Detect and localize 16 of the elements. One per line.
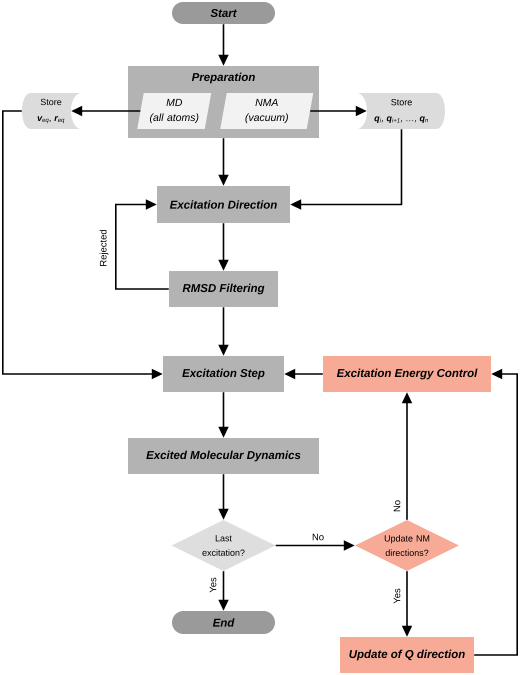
- terminal-pill: Start: [172, 2, 275, 24]
- arrow: [115, 199, 169, 290]
- terminal-pill: End: [172, 611, 275, 634]
- edge-label: Yes: [394, 588, 400, 604]
- edge-label: Yes: [210, 578, 216, 593]
- edge-label: Rejected: [100, 230, 108, 266]
- process-box: Excitation Direction: [157, 186, 290, 223]
- process-box: RMSD Filtering: [169, 271, 278, 307]
- parallelogram-box: MD (all atoms): [137, 93, 212, 129]
- edge-label: No: [312, 534, 324, 540]
- process-box: Excitation Step: [163, 356, 284, 392]
- process-box: Update of Q direction: [340, 637, 474, 673]
- process-box: Excitation Energy Control: [323, 356, 491, 392]
- edge-label: No: [394, 500, 400, 512]
- process-box: Excited Molecular Dynamics: [128, 438, 319, 474]
- parallelogram-box: NMA (vacuum): [220, 93, 314, 129]
